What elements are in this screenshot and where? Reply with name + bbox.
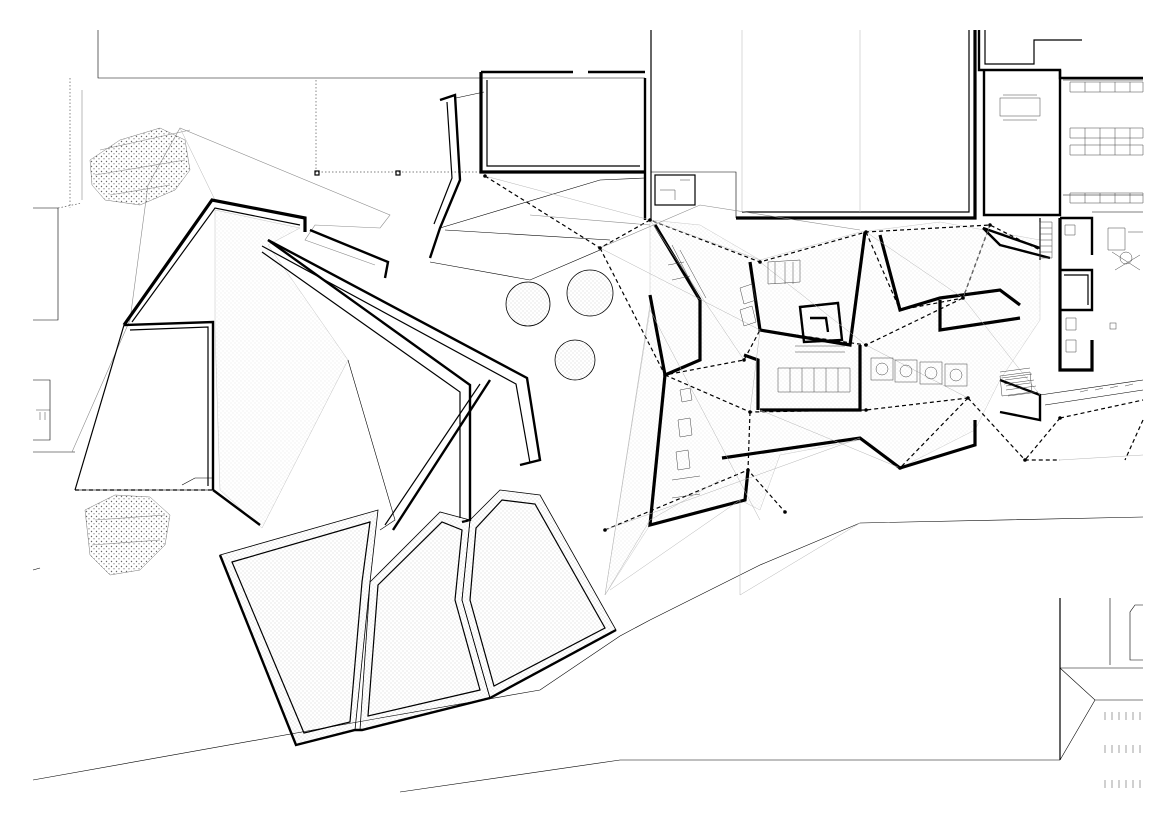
round-planters	[505, 269, 614, 381]
diagonal-long-walls	[261, 228, 542, 531]
left-building	[74, 198, 349, 529]
overlay-lines	[604, 454, 1144, 596]
main-hall	[651, 30, 977, 220]
bottom-right-building	[1059, 598, 1143, 788]
left-terrace-wedge	[33, 127, 391, 526]
pavilion-furniture	[667, 244, 1033, 499]
tree-cluster-bottom	[84, 494, 171, 576]
desk-rows-right	[1069, 81, 1144, 204]
tree-cluster-top	[89, 127, 191, 206]
right-service-core	[1039, 211, 1144, 406]
south-wedges	[218, 489, 617, 747]
north-block	[428, 30, 652, 281]
right-top-rooms	[977, 30, 1144, 217]
stairs	[999, 221, 1053, 397]
faceted-pavilion	[483, 174, 1144, 596]
site-context-lines	[32, 30, 1144, 793]
